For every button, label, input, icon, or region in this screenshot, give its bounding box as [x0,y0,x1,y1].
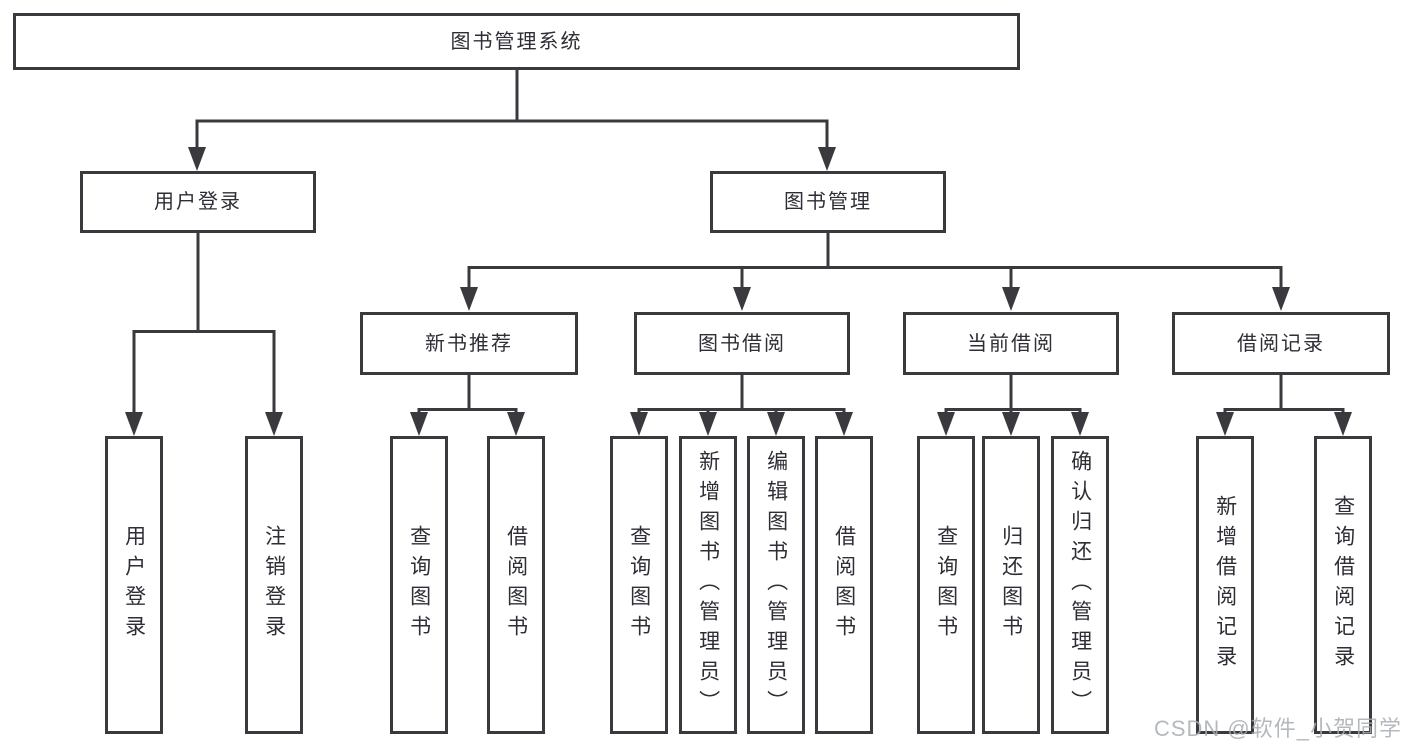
leaf-query-books-current: 查询图书 [917,436,975,734]
arrow-down-icon [1002,287,1020,311]
arrow-down-icon [265,412,283,436]
node-book-borrow: 图书借阅 [634,312,850,375]
leaf-add-borrow-record: 新增借阅记录 [1196,436,1254,734]
leaf-return-books: 归还图书 [982,436,1040,734]
node-label: 用户登录 [154,191,242,213]
node-label: 图书借阅 [698,332,786,355]
edge-current-borrow-to-leaves [937,375,1089,436]
leaf-borrow-books-recommend: 借阅图书 [487,436,545,734]
node-label: 新增图书（管理员） [696,450,720,720]
arrow-down-icon [937,412,955,436]
edge-book-management-to-level3 [460,233,1290,311]
arrow-down-icon [1334,412,1352,436]
arrow-down-icon [733,287,751,311]
arrow-down-icon [767,412,785,436]
arrow-down-icon [1272,287,1290,311]
leaf-query-books-borrow: 查询图书 [610,436,668,734]
leaf-edit-books-admin: 编辑图书（管理员） [747,436,805,734]
csdn-watermark: CSDN @软件_小贺同学 [1153,716,1402,741]
arrow-down-icon [1002,412,1020,436]
node-current-borrow: 当前借阅 [903,312,1119,375]
arrow-down-icon [699,412,717,436]
node-user-login-group: 用户登录 [80,171,316,233]
arrow-down-icon [460,287,478,311]
node-label: 借阅记录 [1237,332,1325,355]
edge-new-book-recommend-to-leaves [410,375,525,436]
arrow-down-icon [630,412,648,436]
node-root-system: 图书管理系统 [13,13,1020,70]
arrow-down-icon [125,412,143,436]
node-label: 归还图书 [999,525,1023,645]
arrow-down-icon [507,412,525,436]
node-label: 查询图书 [627,525,651,645]
arrow-down-icon [410,412,428,436]
node-label: 确认归还（管理员） [1068,450,1092,720]
leaf-user-login: 用户登录 [105,436,163,734]
node-label: 当前借阅 [967,332,1055,355]
node-label: 查询图书 [934,525,958,645]
node-label: 用户登录 [122,525,146,645]
node-label: 借阅图书 [504,525,528,645]
node-label: 注销登录 [262,525,286,645]
node-label: 新增借阅记录 [1213,495,1237,675]
leaf-add-books-admin: 新增图书（管理员） [679,436,737,734]
arrow-down-icon [835,412,853,436]
leaf-borrow-books: 借阅图书 [815,436,873,734]
arrow-down-icon [188,147,206,171]
leaf-query-borrow-record: 查询借阅记录 [1314,436,1372,734]
node-label: 新书推荐 [425,332,513,355]
node-label: 编辑图书（管理员） [764,450,788,720]
node-label: 查询借阅记录 [1331,495,1355,675]
node-label: 查询图书 [407,525,431,645]
node-book-management-group: 图书管理 [710,171,946,233]
leaf-query-books-recommend: 查询图书 [390,436,448,734]
node-label: 借阅图书 [832,525,856,645]
edge-book-borrow-to-leaves [630,375,853,436]
leaf-logout: 注销登录 [245,436,303,734]
leaf-confirm-return-admin: 确认归还（管理员） [1051,436,1109,734]
arrow-down-icon [818,147,836,171]
node-label: 图书管理 [784,191,872,213]
edge-borrow-record-to-leaves [1216,375,1352,436]
node-label: 图书管理系统 [450,30,583,53]
arrow-down-icon [1216,412,1234,436]
arrow-down-icon [1071,412,1089,436]
edge-root-to-level2 [188,68,836,171]
node-borrow-record: 借阅记录 [1172,312,1390,375]
edge-user-login-to-leaves [125,233,283,436]
node-new-book-recommend: 新书推荐 [360,312,578,375]
